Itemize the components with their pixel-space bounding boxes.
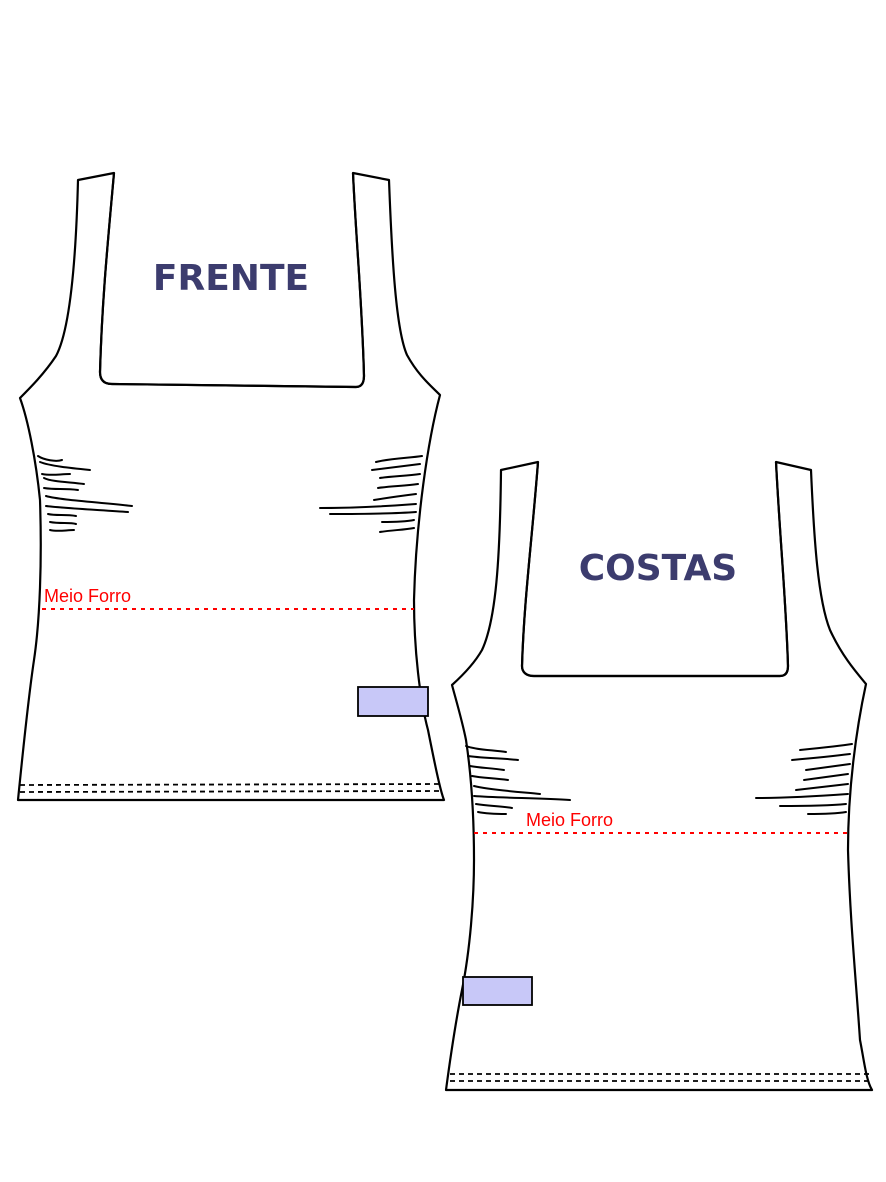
back-neckline [520, 461, 790, 678]
front-hem-stitching [19, 783, 443, 793]
back-hem-stitching [450, 1073, 870, 1082]
front-view: Meio Forro FRENTE [16, 171, 446, 802]
front-half-lining-label: Meio Forro [44, 586, 131, 606]
front-neckline [98, 172, 366, 389]
front-left-gathers [37, 455, 133, 532]
back-care-label-tag [462, 976, 533, 1006]
back-left-gathers [465, 745, 571, 815]
front-right-gathers [319, 455, 423, 533]
back-view: Meio Forro COSTAS [444, 460, 874, 1092]
back-half-lining-label: Meio Forro [526, 810, 613, 830]
front-care-label-tag [357, 686, 429, 717]
back-view-title: COSTAS [579, 548, 738, 589]
back-right-gathers [755, 743, 853, 815]
front-view-title: FRENTE [153, 258, 309, 299]
